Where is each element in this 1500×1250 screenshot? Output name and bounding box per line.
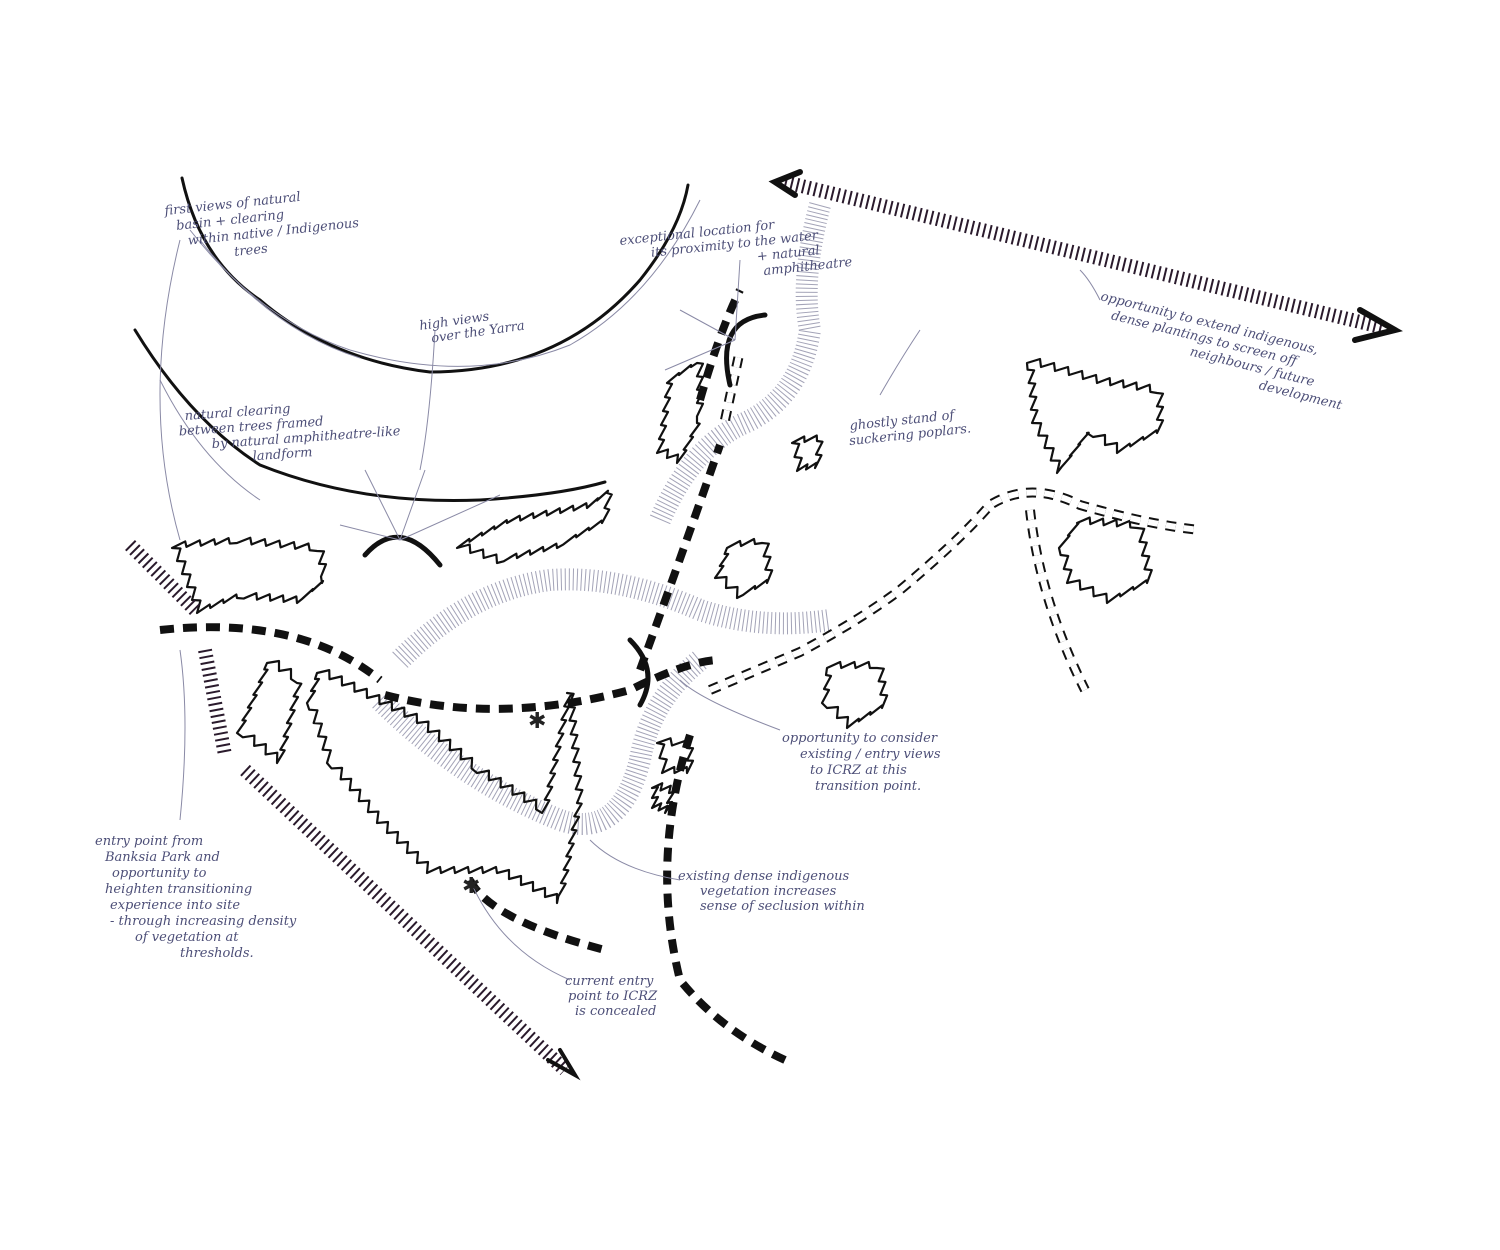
asterisk-icon: ✱ bbox=[462, 874, 480, 899]
vegetation-cluster bbox=[655, 361, 705, 465]
asterisk-icon: ✱ bbox=[528, 709, 546, 734]
note-poplars: ghostly stand of suckering poplars. bbox=[847, 406, 972, 449]
note-current-entry: current entry point to ICRZ is concealed bbox=[565, 974, 661, 1019]
vegetation-cluster bbox=[655, 737, 695, 775]
leader-lines bbox=[159, 239, 1101, 981]
note-extend-indigenous: opportunity to extend indigenous, dense … bbox=[1087, 289, 1355, 413]
arrowhead-icon bbox=[768, 169, 803, 198]
vegetation-cluster bbox=[820, 660, 889, 730]
vegetation-cluster bbox=[235, 659, 303, 765]
vegetation-cluster bbox=[455, 489, 613, 565]
vegetation-cluster bbox=[790, 434, 824, 473]
hatched-edge-entry bbox=[198, 648, 232, 757]
asterisk-markers: ✱ ✱ bbox=[462, 709, 546, 899]
viewpoint-transition bbox=[627, 637, 651, 708]
arrowhead-icon bbox=[546, 1048, 581, 1081]
vegetation-cluster bbox=[713, 537, 774, 600]
note-entry-point: entry point from Banksia Park and opport… bbox=[95, 834, 300, 961]
vegetation-cluster bbox=[650, 782, 676, 815]
vegetation-cluster bbox=[170, 536, 328, 615]
viewpoint-clearing bbox=[362, 534, 443, 568]
hatched-edge-northeast bbox=[783, 175, 1387, 335]
hatched-edge-southwest bbox=[240, 764, 570, 1076]
screening-edges bbox=[125, 169, 1403, 1081]
viewpoints bbox=[339, 259, 768, 708]
vegetation-cluster bbox=[1057, 516, 1153, 605]
viewpoint-water bbox=[724, 312, 768, 388]
note-natural-clearing: natural clearing between trees framed by… bbox=[177, 394, 406, 470]
walking-tracks bbox=[372, 202, 832, 835]
note-high-views: high views over the Yarra bbox=[418, 305, 525, 348]
vegetation-cluster bbox=[305, 669, 584, 905]
hatched-edge-west bbox=[125, 540, 200, 615]
arrowhead-icon bbox=[1352, 307, 1403, 343]
note-dense-vegetation: existing dense indigenous vegetation inc… bbox=[678, 869, 865, 914]
note-exceptional-location: exceptional location for its proximity t… bbox=[619, 210, 853, 294]
note-first-views: first views of natural basin + clearing … bbox=[163, 184, 366, 267]
note-entry-views: opportunity to consider existing / entry… bbox=[782, 731, 945, 794]
vegetation-cluster bbox=[1025, 357, 1165, 475]
movement-routes bbox=[159, 288, 1201, 1064]
vegetation-clusters bbox=[170, 357, 1165, 905]
contour-lines bbox=[133, 176, 701, 503]
